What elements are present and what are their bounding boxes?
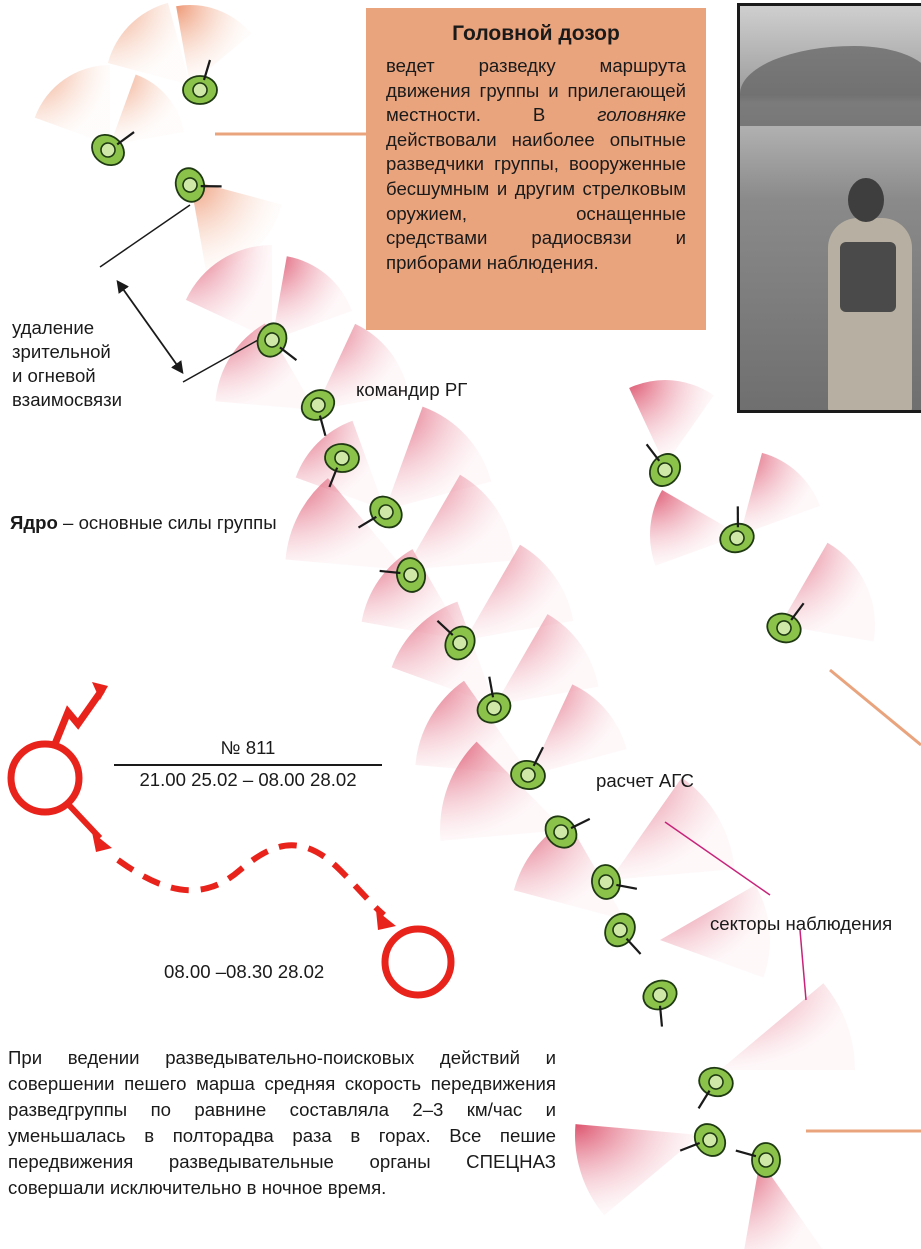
distance-label-line: и огневой (12, 364, 122, 388)
soldier-photo (737, 3, 921, 413)
photo-figure-vest (840, 242, 896, 312)
route-start-circle (11, 744, 79, 812)
head-patrol-text-2: действовали наибо­лее опытные разведчики… (386, 129, 686, 273)
distance-label-line: зрительной (12, 340, 122, 364)
sector-pointer-line (800, 930, 806, 1000)
soldier-helmet (193, 83, 207, 97)
distance-label-line: взаимосвязи (12, 388, 122, 412)
lightning-arrow-icon (55, 690, 102, 744)
ags-crew-label: расчет АГС (596, 769, 694, 793)
soldier-helmet (334, 450, 349, 465)
route-path-arrowhead (376, 910, 396, 930)
distance-arrow (118, 282, 182, 372)
route-exit-line (68, 804, 100, 838)
route-dashed-path (118, 845, 384, 915)
route-symbol (11, 682, 451, 995)
head-patrol-text-italic: голо­вняке (597, 104, 686, 125)
observation-sector (741, 1160, 823, 1249)
core-label: Ядро – основные силы группы (10, 511, 277, 535)
route-number: № 811 (114, 737, 382, 759)
soldier-icon (599, 908, 654, 960)
observation-sector (186, 245, 272, 340)
distance-label: удаление зрительной и огневой взаимосвяз… (12, 316, 122, 412)
distance-label-line: удаление (12, 316, 122, 340)
soldier-helmet (598, 874, 613, 889)
soldier-helmet (759, 1153, 773, 1167)
soldier-icon (639, 976, 687, 1030)
observation-sector (110, 75, 184, 146)
photo-leader-line (830, 670, 921, 745)
observation-sector (176, 5, 251, 85)
observation-sector (629, 380, 714, 465)
head-patrol-text: ведет разведку маршрута движения группы … (386, 54, 686, 275)
route-time-end: 08.00 –08.30 28.02 (164, 961, 324, 983)
observation-sector (740, 453, 820, 535)
commander-label: командир РГ (356, 378, 467, 402)
route-end-circle (385, 929, 451, 995)
core-label-rest: – основные силы группы (58, 512, 277, 533)
speed-paragraph: При ведении разведывательно-поисковых де… (8, 1045, 556, 1201)
route-exit-arrowhead (92, 832, 112, 852)
head-patrol-box: Головной дозор ведет разведку маршрута д… (366, 8, 706, 330)
sectors-label: секторы наблюдения (710, 912, 892, 936)
soldier-icon (692, 1064, 736, 1115)
soldier-icon (736, 1143, 781, 1178)
observation-sector (720, 983, 855, 1070)
head-patrol-title: Головной дозор (386, 22, 686, 46)
route-number-divider (114, 764, 382, 766)
photo-hill (740, 46, 921, 126)
observation-sector (530, 684, 627, 775)
photo-figure-head (848, 178, 884, 222)
distance-tick-top (100, 205, 190, 267)
observation-sector (35, 65, 110, 145)
core-label-bold: Ядро (10, 512, 58, 533)
observation-sector (108, 3, 190, 85)
observation-sector (575, 1124, 700, 1215)
route-time-start: 21.00 25.02 – 08.00 28.02 (114, 769, 382, 791)
